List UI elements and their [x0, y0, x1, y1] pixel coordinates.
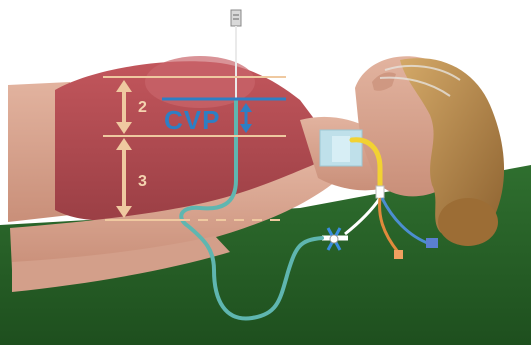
- blue-connector-icon: [426, 238, 438, 248]
- hair-bun: [438, 198, 498, 246]
- label-segment-lower: 3: [138, 173, 147, 190]
- dressing-inner: [332, 136, 350, 162]
- transducer-icon: [231, 10, 241, 26]
- label-segment-upper: 2: [138, 99, 147, 116]
- orange-cap-icon: [394, 250, 403, 259]
- catheter-hub-icon: [376, 186, 384, 198]
- label-cvp: CVP: [164, 105, 220, 135]
